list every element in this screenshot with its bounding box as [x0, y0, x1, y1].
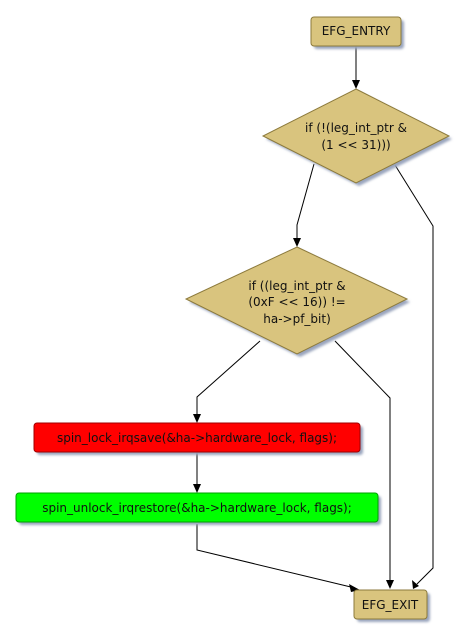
node-cond1-line-1: if (!(leg_int_ptr & — [305, 121, 407, 135]
node-lock: spin_lock_irqsave(&ha->hardware_lock, fl… — [33, 422, 363, 455]
arrowhead-entry-to-cond1 — [352, 80, 360, 89]
node-entry-label: EFG_ENTRY — [322, 24, 391, 38]
edge-cond1-to-cond2 — [296, 163, 315, 240]
node-cond2-diamond — [184, 246, 409, 355]
node-entry: EFG_ENTRY — [310, 16, 404, 49]
edge-cond1-to-exit — [394, 164, 434, 585]
node-cond2-line-2: (0xF << 16)) != — [248, 295, 345, 309]
node-unlock-box — [15, 492, 379, 523]
node-unlock-label: spin_unlock_irqrestore(&ha->hardware_loc… — [42, 501, 352, 515]
edge-cond2-to-exit — [334, 340, 391, 582]
arrowhead-lock-to-unlock — [193, 484, 201, 493]
edge-unlock-to-exit — [196, 524, 356, 589]
node-cond2: if ((leg_int_ptr & (0xF << 16)) != ha->p… — [184, 246, 410, 357]
node-lock-label: spin_lock_irqsave(&ha->hardware_lock, fl… — [57, 431, 337, 445]
node-exit-label: EFG_EXIT — [362, 598, 419, 612]
node-entry-box — [310, 16, 402, 47]
edge-cond2-to-lock — [196, 340, 261, 416]
node-cond1-line-2: (1 << 31))) — [321, 138, 390, 152]
node-unlock: spin_unlock_irqrestore(&ha->hardware_loc… — [15, 492, 381, 525]
node-cond1: if (!(leg_int_ptr & (1 << 31))) — [261, 88, 452, 186]
edges — [193, 46, 434, 592]
arrowhead-cond1-to-cond2 — [293, 238, 301, 247]
arrowhead-cond2-to-lock — [193, 414, 201, 423]
node-cond1-diamond — [261, 88, 451, 184]
arrowhead-cond2-to-exit — [386, 580, 394, 589]
arrowhead-cond1-to-exit — [412, 580, 419, 589]
node-cond2-line-1: if ((leg_int_ptr & — [248, 279, 345, 293]
node-cond2-line-3: ha->pf_bit) — [263, 312, 331, 326]
node-exit: EFG_EXIT — [353, 589, 430, 622]
node-exit-box — [353, 589, 428, 620]
node-lock-box — [33, 422, 361, 453]
